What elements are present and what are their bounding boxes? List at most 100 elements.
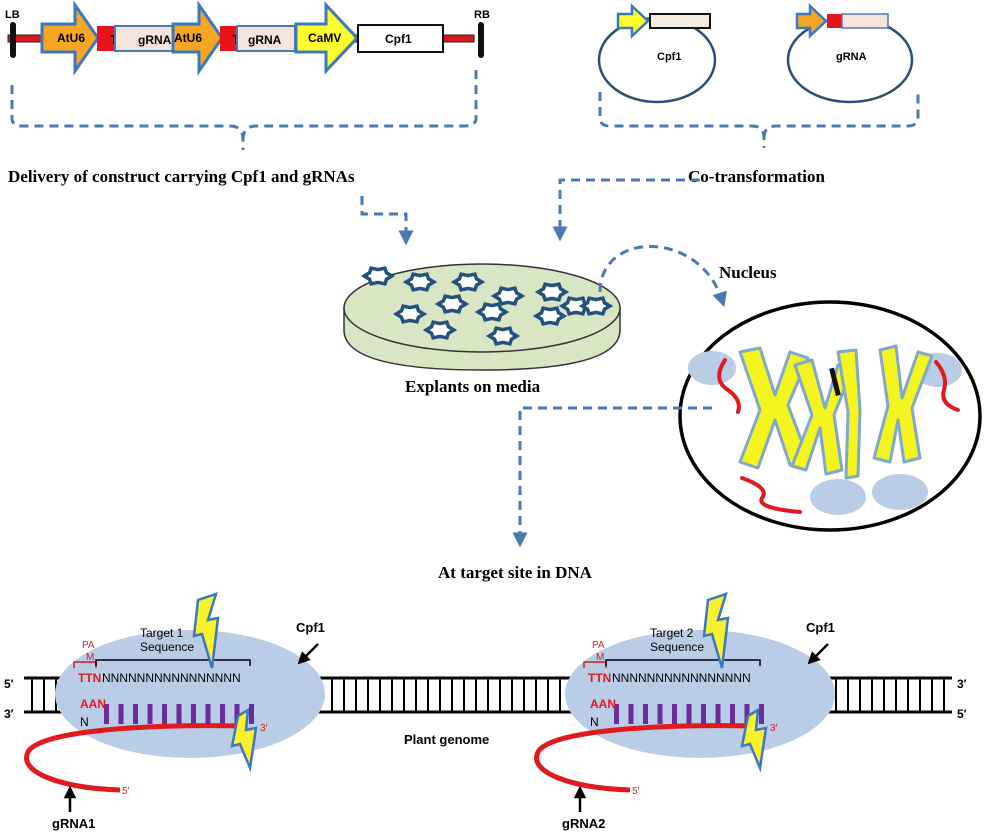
bars1-bar-9 (220, 704, 225, 724)
atu6-promoter-arrow-1 (40, 0, 100, 76)
explants-group (360, 266, 614, 346)
bars2-bar-9 (730, 704, 735, 724)
cpf1-complex-2: PA M Target 2 Sequence TTN NNNNNNNNNNNNN… (534, 592, 835, 831)
lb-label: LB (5, 9, 20, 21)
nucleus (678, 300, 982, 532)
camv-label: CaMV (308, 31, 341, 45)
pam-label-bottom-2: M (596, 652, 604, 663)
edited-chromosome-segment (829, 367, 841, 397)
chromosome-3 (836, 348, 862, 480)
t-dna-construct: LB RB AtU6 T1 gRNA AtU6 T2 gRNA CaMV Cpf… (5, 0, 490, 76)
target1-sequence-label: Sequence (140, 640, 194, 654)
cpf1-blob-1 (55, 630, 325, 758)
explant-11 (578, 296, 614, 316)
bars1-bar-7 (191, 704, 196, 724)
bars2-bar-8 (715, 704, 721, 724)
cotransformation-to-dish-arrow (552, 178, 700, 242)
bars1-bar-2 (118, 704, 124, 724)
grna2-label: gRNA2 (562, 816, 605, 831)
plasmid-grna-box (841, 13, 889, 29)
plasmid-cpf1: Cpf1 (597, 3, 717, 104)
lb-border (10, 22, 16, 58)
bars2-bar-7 (701, 704, 706, 724)
rb-border (478, 22, 484, 58)
top-sequence-1: NNNNNNNNNNNNNNNN (102, 671, 241, 685)
purple-bars-2 (614, 704, 764, 724)
dna-5prime-left: 5′ (4, 677, 14, 691)
plasmid-grna-label: gRNA (836, 51, 867, 63)
top-sequence-2: NNNNNNNNNNNNNNNN (612, 671, 751, 685)
bottom-prefix-2: AAN (590, 697, 616, 711)
t2-terminator (220, 26, 237, 51)
bottom-n-1: N (80, 715, 89, 729)
bars2-bar-3 (643, 704, 648, 724)
target-site-label: At target site in DNA (438, 563, 593, 582)
explant-2 (402, 272, 438, 292)
construct-bracket (10, 70, 478, 150)
bars2-bar-1 (614, 704, 619, 724)
bars2-bar-5 (672, 704, 677, 724)
cpf1-label-1: Cpf1 (296, 620, 325, 635)
top-prefix-1: TTN (78, 671, 101, 685)
bars2-bar-10 (744, 704, 750, 724)
grna1-3prime: 3′ (260, 723, 268, 734)
bars1-bar-1 (104, 704, 109, 724)
plasmid-bracket (598, 92, 920, 148)
cpf1-complex-1: PA M Target 1 Sequence TTN NNNNNNNNNNNNN… (24, 592, 325, 831)
lightning-bolt-bottom-1 (230, 707, 258, 773)
bottom-prefix-1: AAN (80, 697, 106, 711)
grna2-strand (534, 723, 756, 793)
nucleus-to-target-arrow (512, 406, 712, 548)
explant-4 (490, 286, 526, 306)
pam-label-top-1: PA (82, 640, 95, 651)
explant-13 (485, 326, 521, 346)
bars2-bar-4 (657, 704, 663, 724)
bars1-bar-5 (162, 704, 167, 724)
explant-5 (534, 282, 570, 302)
explant-1 (360, 266, 396, 286)
cpf1-gene-box (357, 24, 444, 53)
target2-title: Target 2 (650, 626, 694, 640)
lightning-bolt-bottom-2 (740, 707, 768, 773)
dna-rungs (31, 678, 945, 712)
delivery-to-dish-arrow (360, 196, 414, 246)
cotransformation-label: Co-transformation (688, 167, 825, 186)
bars1-bar-6 (176, 704, 182, 724)
cpf1-blob-2 (565, 630, 835, 758)
plasmid-grna: gRNA (786, 3, 914, 104)
grna-squiggle-bottom (740, 476, 802, 514)
cpf1-pointer-1 (297, 643, 319, 665)
plasmid-grna-terminator (827, 14, 842, 28)
target1-title: Target 1 (140, 626, 184, 640)
bars1-bar-3 (133, 704, 138, 724)
grna-squiggle-left (717, 358, 741, 414)
grna-label-2: gRNA (248, 33, 282, 47)
atu6-label-2: AtU6 (174, 31, 202, 45)
grna-label-1: gRNA (138, 33, 172, 47)
dna-5prime-right: 5′ (957, 707, 967, 721)
lightning-bolt-top-2 (702, 592, 730, 669)
plasmid-cpf1-label: Cpf1 (657, 51, 681, 63)
lightning-bolt-top-1 (192, 592, 220, 669)
target-bracket-2 (605, 659, 761, 666)
grna-squiggle-right (934, 360, 960, 412)
plasmid-cpf1-gene-box (649, 13, 711, 29)
plant-genome-label: Plant genome (404, 732, 489, 747)
atu6-promoter-arrow-2 (171, 0, 224, 76)
t1-terminator (97, 26, 114, 51)
camv-promoter-arrow (294, 1, 360, 75)
bars1-bar-11 (249, 704, 254, 724)
bars2-bar-11 (759, 704, 764, 724)
explant-6 (558, 296, 594, 316)
explant-7 (392, 304, 428, 324)
cpf1-pointer-2 (807, 643, 829, 665)
plasmid-cpf1-promoter-icon (616, 3, 650, 39)
cpf1-protein-left (688, 351, 736, 385)
plasmid-grna-promoter-icon (795, 3, 828, 39)
explant-10 (532, 306, 568, 326)
bars2-bar-2 (628, 704, 634, 724)
explant-9 (474, 302, 510, 322)
cpf1-gene-label: Cpf1 (385, 32, 412, 46)
explant-3 (450, 272, 486, 292)
cpf1-label-2: Cpf1 (806, 620, 835, 635)
